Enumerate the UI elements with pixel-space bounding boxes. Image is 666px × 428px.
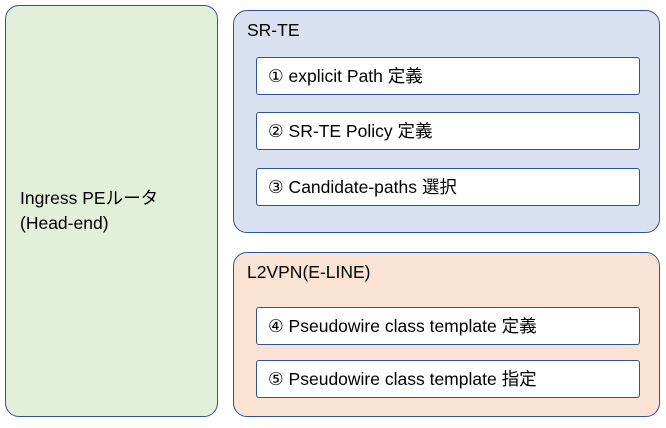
ingress-pe-router-label: Ingress PEルータ (Head-end) <box>20 188 159 233</box>
sr-te-step-2-box: ② SR-TE Policy 定義 <box>256 112 640 150</box>
l2vpn-step-5-box: ⑤ Pseudowire class template 指定 <box>256 360 640 398</box>
ingress-pe-router-box: Ingress PEルータ (Head-end) <box>5 5 218 417</box>
l2vpn-group-panel: L2VPN(E-LINE) ④ Pseudowire class templat… <box>233 252 660 417</box>
sr-te-step-1-label: ① explicit Path 定義 <box>268 65 423 86</box>
sr-te-step-3-label: ③ Candidate-paths 選択 <box>268 176 457 197</box>
l2vpn-step-4-box: ④ Pseudowire class template 定義 <box>256 307 640 345</box>
l2vpn-step-5-label: ⑤ Pseudowire class template 指定 <box>268 368 537 389</box>
sr-te-step-2-label: ② SR-TE Policy 定義 <box>268 120 433 141</box>
l2vpn-group-title: L2VPN(E-LINE) <box>247 262 371 282</box>
sr-te-group-panel: SR-TE ① explicit Path 定義 ② SR-TE Policy … <box>233 10 660 233</box>
sr-te-step-3-box: ③ Candidate-paths 選択 <box>256 168 640 206</box>
sr-te-step-1-box: ① explicit Path 定義 <box>256 57 640 95</box>
sr-te-group-title: SR-TE <box>247 20 300 40</box>
l2vpn-step-4-label: ④ Pseudowire class template 定義 <box>268 315 537 336</box>
